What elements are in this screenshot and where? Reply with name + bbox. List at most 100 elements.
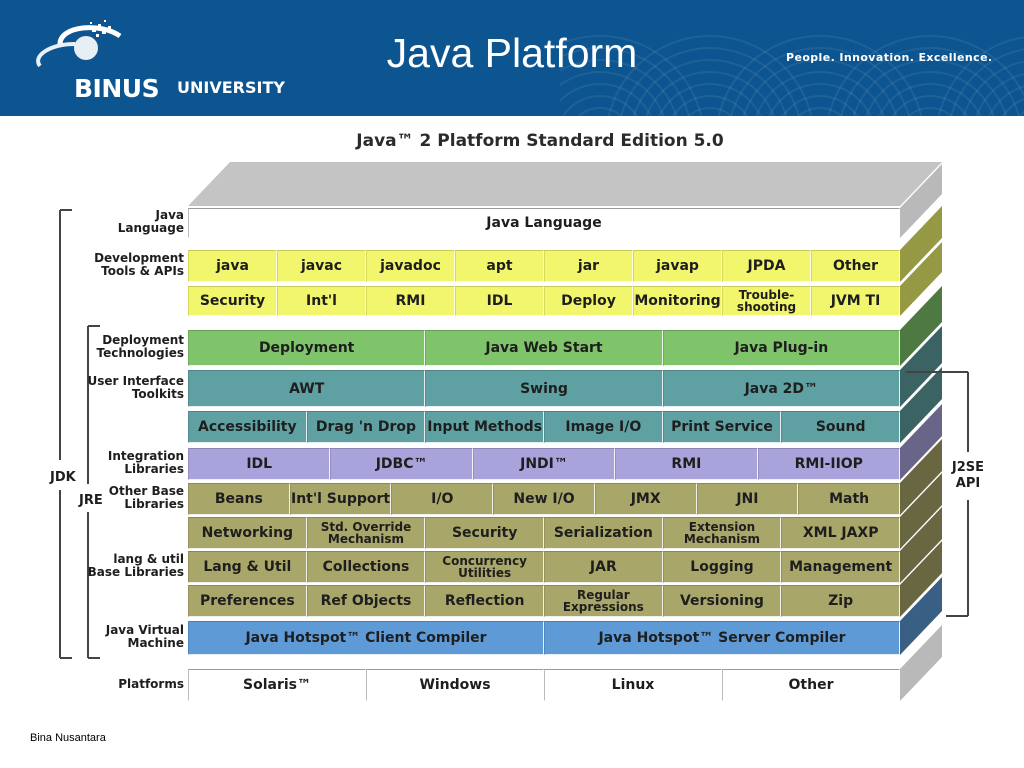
row-side-face [900, 507, 942, 583]
stack-cell: Extension Mechanism [662, 517, 782, 549]
stack-cell: Preferences [188, 585, 307, 617]
row-side-face [900, 625, 942, 701]
stack-cell: Int'l Support [289, 483, 392, 515]
stack-top-face [188, 162, 942, 206]
stack-cell: JNI [696, 483, 799, 515]
stack-cell: Java Plug-in [662, 330, 900, 366]
row-side-face [900, 577, 942, 655]
row-side-face [900, 404, 942, 480]
stack-cell: Java 2D™ [662, 370, 900, 407]
stack-cell: AWT [188, 370, 426, 407]
stack-cell: RMI [366, 286, 455, 316]
row-label: User Interface Toolkits [87, 373, 185, 401]
stack-cell: Security [188, 286, 277, 316]
j2se-api-label: J2SE API [951, 460, 985, 491]
row-side-face [900, 473, 942, 549]
stack-cell: Concurrency Utilities [425, 551, 544, 583]
row-label: Java Virtual Machine [105, 623, 184, 650]
stack-cell: javac [277, 250, 366, 282]
row-side-face [900, 326, 942, 407]
stack-cell: Zip [781, 585, 900, 617]
stack-cell: JMX [594, 483, 697, 515]
stack-cell: Deploy [544, 286, 633, 316]
stack-cell: jar [544, 250, 633, 282]
row-side-face [900, 367, 942, 443]
stack-cell: java [188, 250, 277, 282]
row-label: Integration Libraries [107, 449, 184, 476]
slide-tagline: People. Innovation. Excellence. [786, 51, 993, 64]
jre-label: JRE [79, 493, 103, 508]
stack-cell: Drag 'n Drop [306, 411, 426, 443]
stack-cell: Deployment [188, 330, 426, 366]
stack-cell: Solaris™ [188, 669, 366, 701]
row-side-face [900, 242, 942, 316]
stack-cell: Lang & Util [188, 551, 307, 583]
stack-cell: Collections [306, 551, 426, 583]
stack-cell: Java Web Start [425, 330, 663, 366]
row-label: Platforms [118, 676, 184, 691]
stack-cell: Other [811, 250, 900, 282]
row-side-face [900, 286, 942, 366]
diagram-title: Java™ 2 Platform Standard Edition 5.0 [356, 131, 724, 151]
stack-cell: Versioning [662, 585, 782, 617]
stack-cell: JPDA [722, 250, 811, 282]
stack-cell: Sound [781, 411, 900, 443]
stack-cell: I/O [391, 483, 494, 515]
stack-cell: XML JAXP [781, 517, 900, 549]
stack-cell: JDBC™ [330, 448, 473, 480]
stack-cell: Input Methods [425, 411, 544, 443]
stack-cell: Other [722, 669, 900, 701]
stack-cell: Beans [188, 483, 290, 515]
row-side-face [900, 164, 942, 238]
stack-cell: Java Hotspot™ Server Compiler [544, 621, 900, 655]
stack-cell: Networking [188, 517, 307, 549]
stack-cell: Windows [366, 669, 544, 701]
logo-subtitle: UNIVERSITY [177, 78, 285, 97]
stack-cell: IDL [455, 286, 544, 316]
stack-cell: javap [633, 250, 722, 282]
stack-cell: javadoc [366, 250, 455, 282]
stack-cell: Java Hotspot™ Client Compiler [188, 621, 544, 655]
stack-cell: JVM TI [811, 286, 900, 316]
stack-cell: Monitoring [633, 286, 722, 316]
stack-cell: Std. Override Mechanism [306, 517, 426, 549]
stack-cell: JNDI™ [472, 448, 616, 480]
jdk-label: JDK [50, 470, 76, 485]
row-side-face [900, 439, 942, 515]
slide-header: BINUS UNIVERSITY Java Platform People. I… [0, 0, 1024, 116]
footer-author: Bina Nusantara [30, 732, 106, 744]
stack-cell: RMI [615, 448, 758, 480]
stack-cell: Reflection [425, 585, 544, 617]
stack-cell: apt [455, 250, 544, 282]
stack-cell: Security [425, 517, 544, 549]
stack-cell: Swing [425, 370, 663, 407]
slide-title: Java Platform [386, 30, 638, 76]
stack-cell: IDL [188, 448, 331, 480]
row-label: Deployment Technologies [96, 333, 184, 360]
row-label: Other Base Libraries [108, 484, 184, 511]
stack-cell: Logging [662, 551, 782, 583]
stack-cell: Image I/O [544, 411, 663, 443]
binus-globe-logo-icon [36, 20, 122, 68]
stack-cell: Java Language [188, 208, 900, 238]
stack-cell: Trouble- shooting [722, 286, 811, 316]
row-side-face [900, 206, 942, 282]
row-label: Java Language [117, 208, 184, 235]
stack-cell: Management [781, 551, 900, 583]
stack-cell: Linux [544, 669, 722, 701]
header-wave-pattern [560, 35, 1024, 116]
stack-cell: Print Service [662, 411, 782, 443]
stack-cell: RMI-IIOP [757, 448, 900, 480]
stack-cell: Serialization [544, 517, 663, 549]
stack-cell: New I/O [493, 483, 595, 515]
row-side-face [900, 541, 942, 617]
stack-cell: Regular Expressions [544, 585, 663, 617]
stack-cell: Math [798, 483, 900, 515]
row-label: Development Tools & APIs [94, 251, 184, 278]
stack-cell: Ref Objects [306, 585, 426, 617]
row-label: lang & util Base Libraries [87, 552, 184, 579]
stack-cell: Int'l [277, 286, 366, 316]
logo-wordmark: BINUS [74, 74, 160, 103]
stack-cell: Accessibility [188, 411, 307, 443]
